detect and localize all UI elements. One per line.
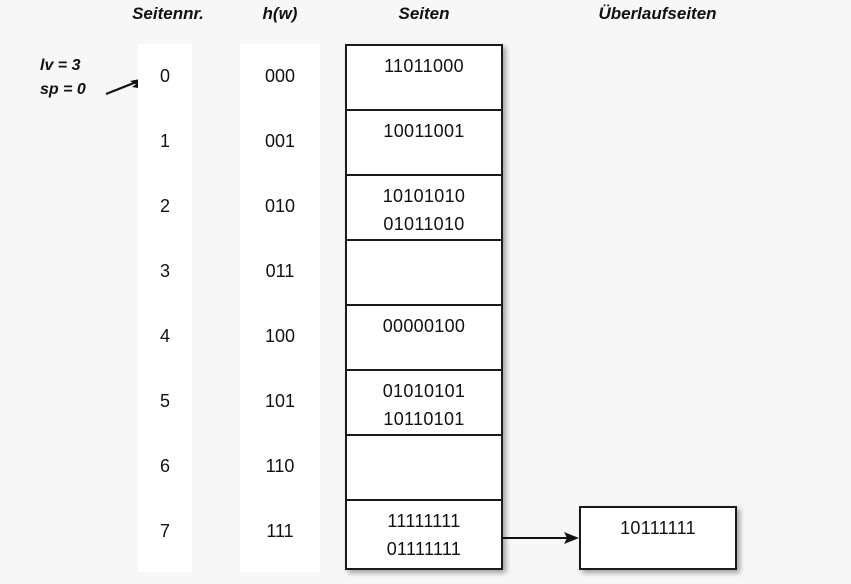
page-entry: 01111111	[386, 539, 462, 559]
seitennr-cell: 4	[159, 326, 170, 346]
page-row: 11111111 01111111	[347, 501, 501, 566]
seitennr-cell: 7	[159, 521, 170, 541]
page-row: 01010101 10110101	[347, 371, 501, 436]
page-entry: 01011010	[383, 214, 465, 234]
page-entry: 01010101	[382, 381, 466, 401]
seitennr-cell: 6	[159, 456, 170, 476]
page-entry: 10011001	[383, 121, 465, 141]
page-entry: 11011000	[384, 56, 464, 76]
hw-cell: 101	[264, 391, 296, 411]
hw-cell: 100	[264, 326, 296, 346]
hw-cell: 111	[266, 521, 294, 541]
lv-label: lv = 3	[40, 57, 81, 74]
page-row: 00000100	[347, 306, 501, 371]
seitennr-cell: 0	[159, 66, 170, 86]
page-row: 11011000	[347, 46, 501, 111]
seitennr-cell: 1	[159, 131, 170, 151]
sp-label: sp = 0	[40, 81, 86, 98]
seitennr-column-band	[138, 44, 192, 572]
column-header-ueberlaufseiten: Überlaufseiten	[598, 4, 717, 23]
hw-cell: 000	[264, 66, 296, 86]
hw-cell: 001	[264, 131, 296, 151]
page-entry: 00000100	[382, 316, 466, 336]
page-row-empty	[347, 241, 501, 306]
hw-column-band	[240, 44, 320, 572]
seitennr-cell: 3	[159, 261, 170, 281]
overflow-page: 10111111	[579, 506, 737, 570]
page-entry: 10110101	[383, 409, 465, 429]
overflow-entry: 10111111	[620, 518, 696, 538]
page-row-empty	[347, 436, 501, 501]
hw-cell: 010	[264, 196, 296, 216]
page-row: 10011001	[347, 111, 501, 176]
column-header-seiten: Seiten	[398, 4, 450, 23]
column-header-hw: h(w)	[262, 4, 298, 23]
column-header-seitennr: Seitennr.	[132, 4, 204, 23]
hw-cell: 011	[265, 261, 295, 281]
level-split-annotation: lv = 3 sp = 0	[40, 54, 86, 102]
arrow-right-icon	[501, 532, 579, 544]
page-entry: 10101010	[382, 186, 466, 206]
page-row: 10101010 01011010	[347, 176, 501, 241]
seitennr-cell: 5	[159, 391, 170, 411]
hw-cell: 110	[265, 456, 295, 476]
page-entry: 11111111	[387, 511, 461, 531]
pages-column: 11011000 10011001 10101010 01011010 0000…	[345, 44, 503, 570]
seitennr-cell: 2	[159, 196, 170, 216]
